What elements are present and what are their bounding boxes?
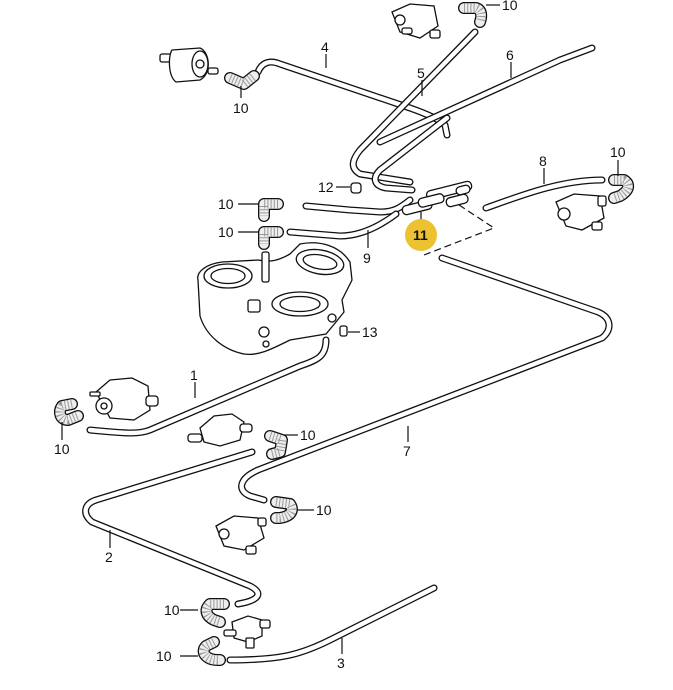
cap-12[interactable] — [350, 182, 362, 194]
callout-6: 6 — [506, 47, 514, 63]
callout-11: 11 — [413, 227, 428, 243]
assembly-dashed-line — [423, 202, 496, 256]
valve-top[interactable] — [391, 3, 441, 39]
valve-right[interactable] — [555, 193, 607, 231]
hose-1[interactable] — [86, 336, 330, 437]
hose-5[interactable] — [349, 28, 479, 186]
hose-5b[interactable] — [371, 114, 451, 194]
callout-10-right: 10 — [610, 144, 626, 160]
callout-10-top: 10 — [502, 0, 518, 13]
elbow-hose-10-lower[interactable] — [270, 496, 298, 524]
valve-lower[interactable] — [215, 515, 267, 555]
hose-3[interactable] — [226, 584, 438, 664]
solenoid-valve-mid[interactable] — [187, 413, 253, 447]
callout-10-lower: 10 — [316, 502, 332, 518]
distributor-piece-11[interactable] — [401, 180, 473, 216]
valve-left[interactable] — [89, 377, 159, 421]
hose-8[interactable] — [482, 176, 606, 212]
elbow-hose-10-top[interactable] — [458, 2, 488, 28]
callout-10-mid: 10 — [300, 427, 316, 443]
callout-8: 8 — [539, 153, 547, 169]
elbow-hose-10-b[interactable] — [258, 226, 284, 250]
callout-10-b: 10 — [218, 224, 234, 240]
callout-13: 13 — [362, 324, 378, 340]
hose-6[interactable] — [376, 44, 596, 146]
callout-10-left: 10 — [54, 441, 70, 457]
callout-12: 12 — [318, 179, 334, 195]
callout-3: 3 — [337, 655, 345, 671]
callout-10-bottom-b: 10 — [156, 648, 172, 664]
callout-1: 1 — [190, 367, 198, 383]
hose-12-line[interactable] — [302, 196, 414, 216]
elbow-hose-10-mid[interactable] — [264, 430, 288, 460]
callout-5: 5 — [417, 65, 425, 81]
hose-2[interactable] — [82, 448, 262, 608]
callout-7: 7 — [403, 443, 411, 459]
hose-9[interactable] — [286, 210, 400, 240]
solenoid-valve-bottom[interactable] — [223, 615, 271, 649]
leader-lines — [61, 4, 619, 657]
callout-10-upper-left: 10 — [233, 100, 249, 116]
elbow-hose-10-left-top[interactable] — [224, 70, 260, 90]
elbow-hose-10-a[interactable] — [258, 198, 284, 222]
callout-2: 2 — [105, 549, 113, 565]
elbow-hose-10-left[interactable] — [54, 398, 84, 426]
nut-13[interactable] — [339, 325, 348, 337]
elbow-hose-10-bottom-a[interactable] — [200, 598, 230, 628]
callout-10-a: 10 — [218, 196, 234, 212]
throttle-housing[interactable] — [197, 242, 353, 356]
elbow-hose-10-right[interactable] — [608, 174, 635, 204]
callout-9: 9 — [363, 250, 371, 266]
hose-7[interactable] — [238, 254, 613, 504]
elbow-hose-10-bottom-b[interactable] — [197, 636, 226, 666]
callout-10-bottom-a: 10 — [164, 602, 180, 618]
filter-canister[interactable] — [159, 47, 219, 83]
highlight-marker-11[interactable] — [405, 219, 437, 251]
callout-4: 4 — [321, 39, 329, 55]
